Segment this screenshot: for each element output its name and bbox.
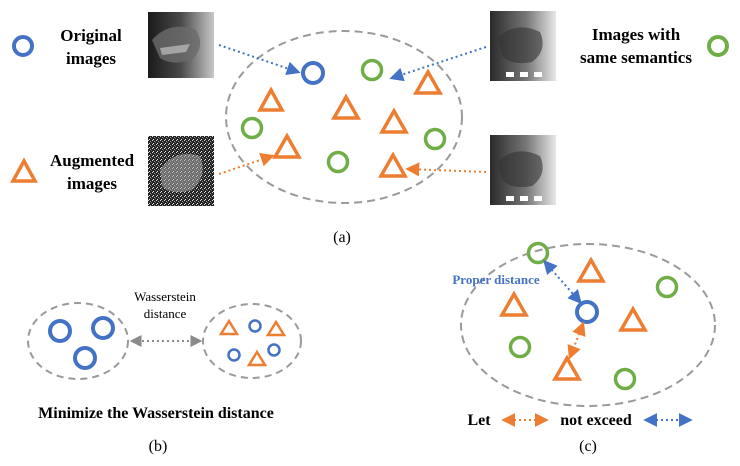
legend-augmented-label-line1: Augmented bbox=[50, 151, 135, 170]
augmented-distance-arrow bbox=[567, 321, 586, 360]
same-semantics-point bbox=[360, 58, 384, 82]
let-label: Let bbox=[467, 412, 491, 429]
embedding-space-ellipse-c bbox=[460, 243, 716, 407]
same-semantics-thumbnail-1 bbox=[490, 11, 556, 81]
augmented-point bbox=[378, 107, 410, 134]
caption-a: (a) bbox=[333, 229, 351, 246]
augmented-point bbox=[617, 305, 649, 332]
same-semantics-point bbox=[655, 275, 679, 299]
augmented-point bbox=[330, 93, 362, 120]
legend-augmented-triangle bbox=[10, 157, 38, 183]
wasserstein-label-line1: Wasserstein bbox=[134, 289, 196, 304]
augmented-point bbox=[412, 68, 444, 95]
proper-distance-arrow bbox=[543, 259, 582, 305]
legend-augmented-label-line2: images bbox=[67, 174, 117, 193]
wasserstein-label-line2: distance bbox=[144, 306, 187, 321]
original-image-thumbnail bbox=[148, 12, 214, 78]
minimize-caption: Minimize the Wasserstein distance bbox=[38, 405, 274, 422]
original-point bbox=[267, 343, 281, 357]
original-point bbox=[48, 319, 72, 343]
augmented-point bbox=[498, 290, 530, 317]
legend-original-circle bbox=[12, 35, 34, 57]
original-point bbox=[91, 316, 115, 340]
legend-same-circle bbox=[707, 35, 729, 57]
same-semantics-point bbox=[526, 241, 550, 265]
proper-distance-label: Proper distance bbox=[452, 272, 539, 287]
original-point bbox=[575, 300, 599, 324]
same-semantics-thumbnail-2 bbox=[490, 135, 556, 205]
augmented-point bbox=[218, 318, 240, 336]
augmented-point bbox=[575, 256, 607, 283]
same-semantics-point bbox=[240, 116, 264, 140]
same-semantics-point bbox=[423, 127, 447, 151]
augmented-point bbox=[377, 151, 409, 178]
distribution-ellipse-right bbox=[202, 303, 302, 379]
augmented-point bbox=[551, 354, 583, 381]
caption-c: (c) bbox=[579, 438, 597, 455]
legend-original-label-line1: Original bbox=[60, 26, 122, 45]
same-semantics-point bbox=[508, 335, 532, 359]
legend-original-label-line2: images bbox=[66, 49, 116, 68]
arrow-same-to-point bbox=[389, 46, 487, 82]
original-point bbox=[73, 346, 97, 370]
embedding-space-ellipse-a bbox=[225, 30, 463, 204]
same-semantics-point bbox=[613, 367, 637, 391]
augmented-point bbox=[246, 349, 268, 367]
augmented-point bbox=[265, 319, 287, 337]
not-exceed-label: not exceed bbox=[560, 412, 632, 429]
original-point bbox=[227, 348, 241, 362]
arrow-original-to-point bbox=[218, 44, 301, 76]
augmented-point bbox=[257, 86, 285, 112]
caption-b: (b) bbox=[149, 438, 168, 455]
augmented-point bbox=[271, 132, 303, 159]
augmented-image-thumbnail bbox=[148, 136, 214, 206]
distribution-ellipse-left bbox=[27, 302, 129, 380]
original-point bbox=[248, 319, 262, 333]
original-point bbox=[301, 61, 325, 85]
arrow-augmented-to-point bbox=[218, 152, 275, 175]
arrow-same2-to-point bbox=[405, 162, 487, 177]
legend-same-label-line2: same semantics bbox=[580, 48, 692, 67]
legend-same-label-line1: Images with bbox=[592, 25, 681, 44]
same-semantics-point bbox=[326, 150, 350, 174]
